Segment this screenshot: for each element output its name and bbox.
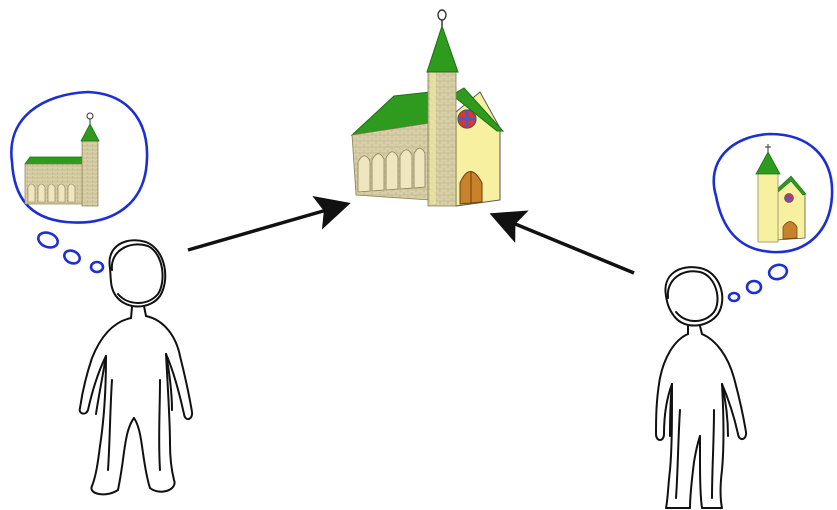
- rose-window-icon: [458, 110, 476, 128]
- central-church: [352, 10, 503, 206]
- church-spire: [427, 26, 458, 72]
- spire-orb-icon: [438, 10, 446, 20]
- right-arrow: [496, 216, 634, 273]
- left-person: [80, 240, 192, 494]
- left-bubble-church: [25, 113, 99, 206]
- right-bubble-church: [756, 144, 806, 242]
- right-person: [656, 267, 746, 508]
- left-arrow: [188, 205, 344, 250]
- right-person-head: [665, 267, 722, 325]
